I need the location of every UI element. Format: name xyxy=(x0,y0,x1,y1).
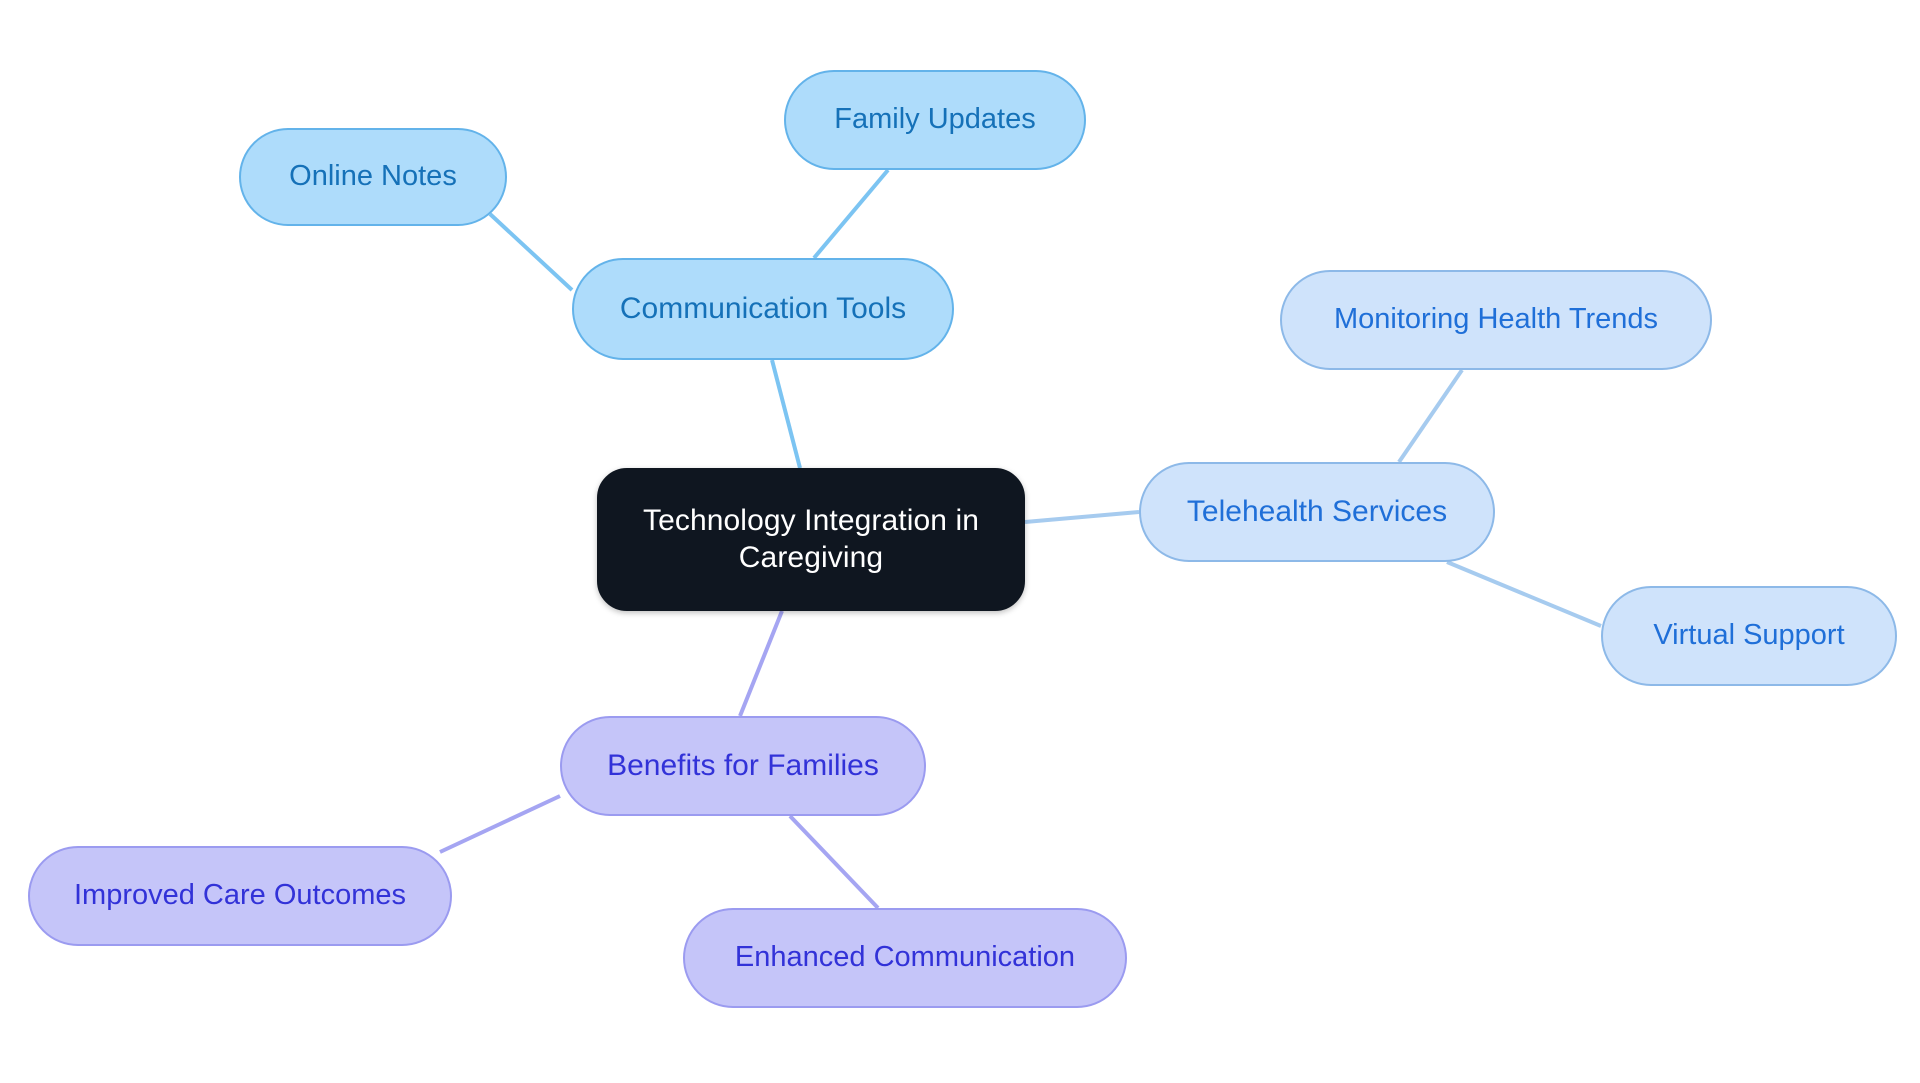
node-label-root: Technology Integration in Caregiving xyxy=(642,503,980,574)
node-label-family-updates: Family Updates xyxy=(834,103,1036,136)
edge-root-telehealth xyxy=(1024,510,1140,524)
edge-telehealth-virtual xyxy=(1446,560,1602,628)
mindmap-node-communication-tools[interactable]: Communication Tools xyxy=(572,258,954,360)
node-label-telehealth-services: Telehealth Services xyxy=(1186,494,1448,528)
edge-root-communication xyxy=(770,359,802,469)
node-label-virtual-support: Virtual Support xyxy=(1653,619,1845,652)
mindmap-node-benefits-for-families[interactable]: Benefits for Families xyxy=(560,716,926,816)
mindmap-node-monitoring-health-trends[interactable]: Monitoring Health Trends xyxy=(1280,270,1712,370)
node-label-monitoring-health-trends: Monitoring Health Trends xyxy=(1334,303,1658,336)
edge-communication-online-notes xyxy=(488,212,574,292)
node-label-enhanced-communication: Enhanced Communication xyxy=(734,941,1076,974)
edge-benefits-enhanced xyxy=(788,814,880,910)
edge-communication-family-updates xyxy=(812,168,890,260)
mindmap-node-enhanced-communication[interactable]: Enhanced Communication xyxy=(683,908,1127,1008)
node-label-benefits-for-families: Benefits for Families xyxy=(607,748,879,782)
mindmap-node-root[interactable]: Technology Integration in Caregiving xyxy=(597,468,1025,611)
mindmap-node-improved-care-outcomes[interactable]: Improved Care Outcomes xyxy=(28,846,452,946)
node-label-communication-tools: Communication Tools xyxy=(619,291,907,325)
mindmap-node-telehealth-services[interactable]: Telehealth Services xyxy=(1139,462,1495,562)
edge-benefits-improved xyxy=(439,794,561,854)
edge-root-benefits xyxy=(738,610,784,717)
node-label-online-notes: Online Notes xyxy=(289,160,457,193)
mindmap-node-family-updates[interactable]: Family Updates xyxy=(784,70,1086,170)
mindmap-node-virtual-support[interactable]: Virtual Support xyxy=(1601,586,1897,686)
node-label-improved-care-outcomes: Improved Care Outcomes xyxy=(73,879,406,912)
edge-telehealth-monitoring xyxy=(1397,368,1464,464)
mindmap-node-online-notes[interactable]: Online Notes xyxy=(239,128,507,226)
